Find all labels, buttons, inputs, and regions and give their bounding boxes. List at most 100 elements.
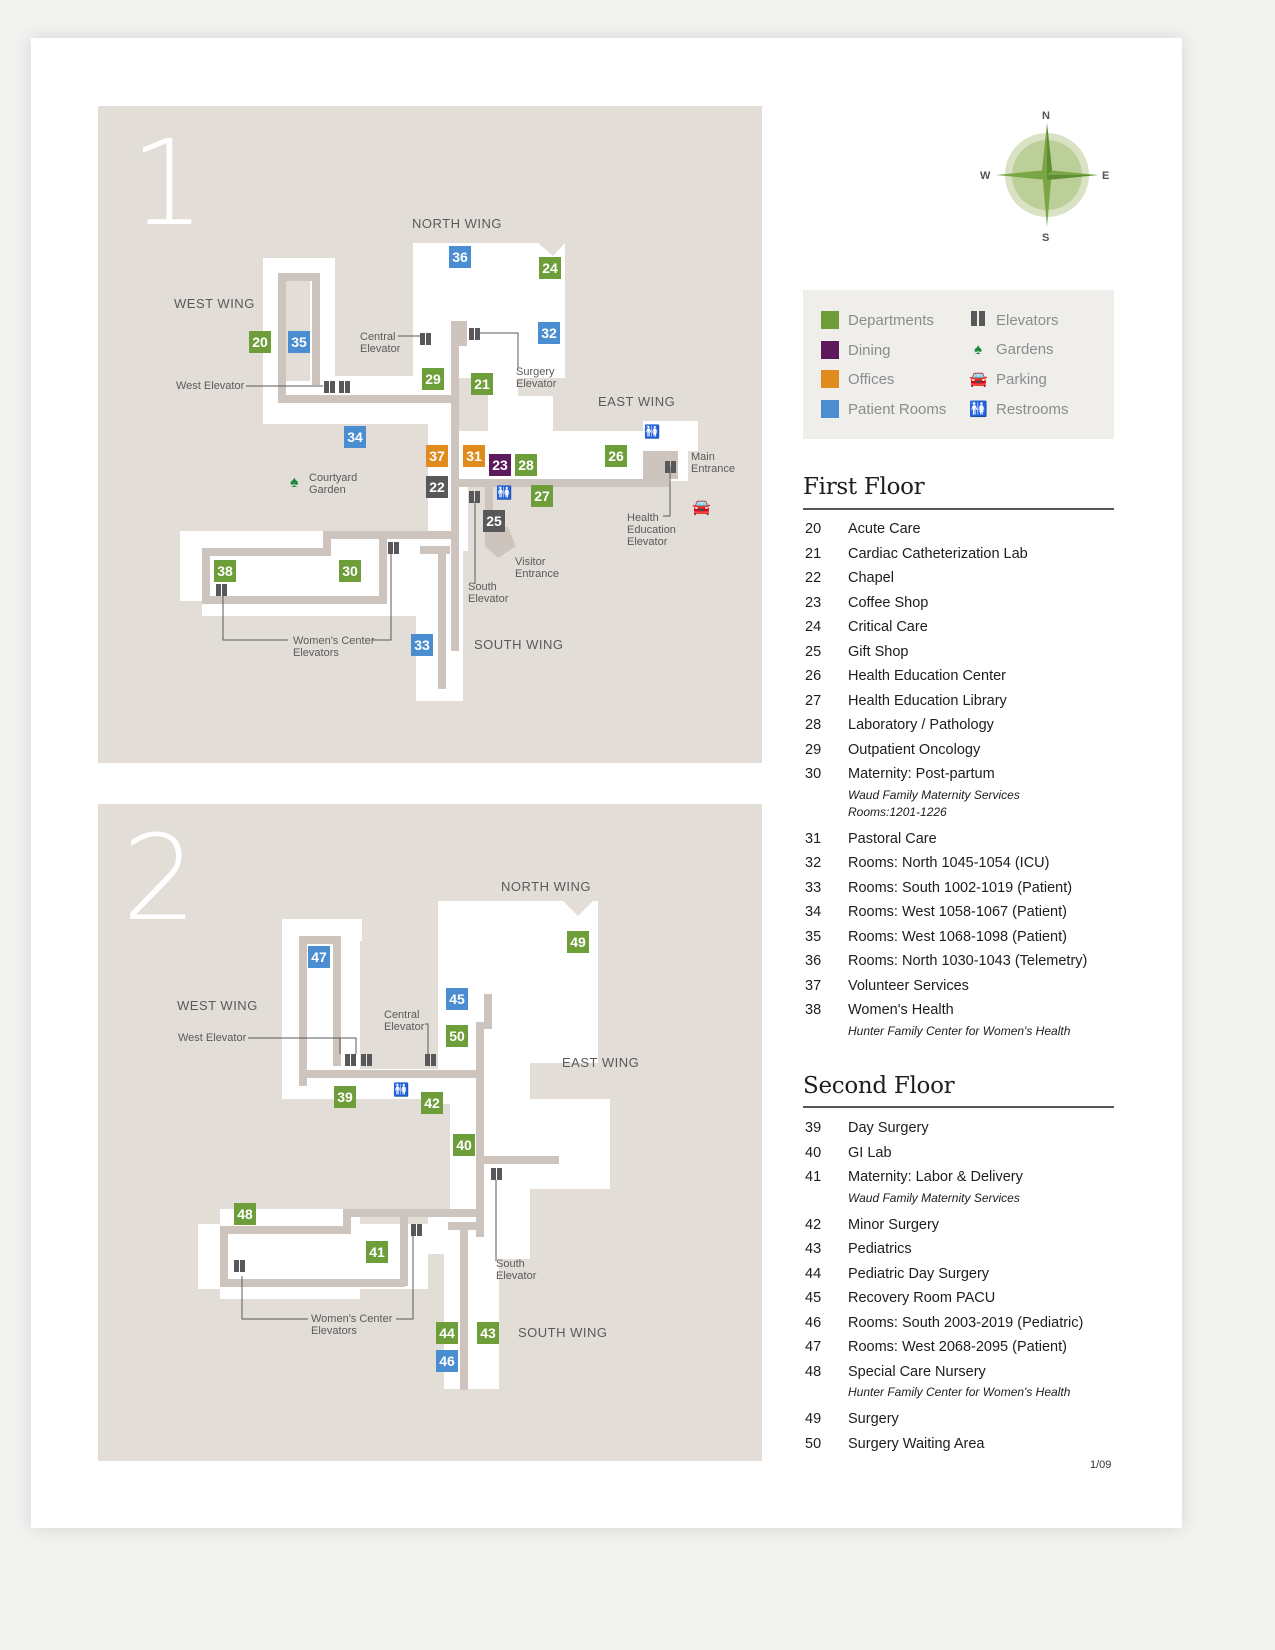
elevator-icon: [339, 381, 350, 393]
elevator-icon: [388, 542, 399, 554]
south-wing-label: SOUTH WING: [518, 1325, 608, 1340]
offices-swatch: [821, 370, 839, 388]
room-badge-26[interactable]: 26: [605, 445, 627, 467]
legend-departments: Departments: [821, 311, 934, 329]
directory-item: 25 Gift Shop: [805, 640, 1125, 665]
floor-2-map: 2: [98, 804, 762, 1461]
departments-swatch: [821, 311, 839, 329]
elevator-icon: [411, 1224, 422, 1236]
room-badge-32[interactable]: 32: [538, 322, 560, 344]
directory-name: Surgery Waiting Area: [848, 1435, 985, 1452]
room-badge-46[interactable]: 46: [436, 1350, 458, 1372]
directory-name: Rooms: West 1068-1098 (Patient): [848, 928, 1067, 945]
elevator-icon: [345, 1054, 356, 1066]
room-badge-47[interactable]: 47: [308, 946, 330, 968]
directory-name: Surgery: [848, 1411, 899, 1427]
directory-name: Gift Shop: [848, 643, 909, 660]
patient-rooms-swatch: [821, 400, 839, 418]
room-badge-24[interactable]: 24: [539, 257, 561, 279]
room-badge-33[interactable]: 33: [411, 634, 433, 656]
directory-number: 35: [805, 928, 822, 945]
directory-subtitle: Hunter Family Center for Women's Health: [848, 1023, 1071, 1038]
legend-gardens: ♠Gardens: [969, 341, 1054, 358]
elevator-icon: [969, 311, 987, 330]
room-badge-38[interactable]: 38: [214, 560, 236, 582]
room-badge-41[interactable]: 41: [366, 1241, 388, 1263]
directory-name: Health Education Library: [848, 692, 1007, 709]
directory-number: 46: [805, 1314, 822, 1331]
compass-s: S: [1042, 232, 1049, 244]
room-badge-36[interactable]: 36: [449, 246, 471, 268]
directory-number: 25: [805, 643, 822, 660]
east-wing-label: EAST WING: [598, 394, 676, 409]
directory-name: Pediatric Day Surgery: [848, 1265, 990, 1282]
room-badge-20[interactable]: 20: [249, 331, 271, 353]
directory-name: Recovery Room PACU: [848, 1290, 996, 1306]
room-badge-28[interactable]: 28: [515, 454, 537, 476]
room-badge-25[interactable]: 25: [483, 510, 505, 532]
main-entrance-label: Main Entrance: [691, 451, 736, 475]
directory-item: 44 Pediatric Day Surgery: [805, 1262, 1125, 1287]
room-badge-44[interactable]: 44: [436, 1322, 458, 1344]
room-badge-29[interactable]: 29: [422, 368, 444, 390]
room-badge-43[interactable]: 43: [477, 1322, 499, 1344]
directory-number: 44: [805, 1265, 822, 1282]
divider: [803, 1106, 1114, 1108]
second-floor-title: Second Floor: [803, 1073, 955, 1099]
room-badge-27[interactable]: 27: [531, 485, 553, 507]
west-wing-label: WEST WING: [174, 296, 255, 311]
directory-number: 30: [805, 766, 822, 782]
room-badge-39[interactable]: 39: [334, 1086, 356, 1108]
room-badge-40[interactable]: 40: [453, 1134, 475, 1156]
directory-number: 45: [805, 1290, 822, 1306]
room-badge-23[interactable]: 23: [489, 454, 511, 476]
room-badge-35[interactable]: 35: [288, 331, 310, 353]
east-wing-label: EAST WING: [562, 1055, 640, 1070]
west-wing-label: WEST WING: [177, 998, 258, 1013]
directory-item: 45 Recovery Room PACU: [805, 1286, 1125, 1311]
room-badge-42[interactable]: 42: [421, 1092, 443, 1114]
room-badge-37[interactable]: 37: [426, 445, 448, 467]
directory-name: Rooms: West 2068-2095 (Patient): [848, 1339, 1067, 1355]
elevator-icon: [361, 1054, 372, 1066]
north-wing-label: NORTH WING: [412, 216, 502, 231]
room-badge-21[interactable]: 21: [471, 373, 493, 395]
elevator-icon: [234, 1260, 245, 1272]
directory-subtitle: Waud Family Maternity Services: [848, 1190, 1020, 1205]
compass-e: E: [1102, 170, 1109, 182]
directory-number: 36: [805, 953, 822, 969]
directory-number: 40: [805, 1144, 822, 1161]
directory-name: Coffee Shop: [848, 594, 929, 611]
compass-rose: N S W E: [980, 110, 1109, 244]
car-icon: 🚘: [969, 371, 988, 388]
room-badge-34[interactable]: 34: [344, 426, 366, 448]
directory-number: 21: [805, 545, 822, 562]
room-badge-49[interactable]: 49: [567, 931, 589, 953]
room-badge-22[interactable]: 22: [426, 476, 448, 498]
directory-number: 34: [805, 904, 822, 920]
directory-name: GI Lab: [848, 1144, 892, 1161]
legend-elevators: Elevators: [969, 311, 1059, 330]
legend-restrooms: 🚻Restrooms: [969, 400, 1069, 419]
directory-name: Special Care Nursery: [848, 1363, 986, 1380]
car-icon: 🚘: [692, 499, 711, 516]
room-badge-30[interactable]: 30: [339, 560, 361, 582]
room-badge-50[interactable]: 50: [446, 1025, 468, 1047]
directory-name: Rooms: South 1002-1019 (Patient): [848, 879, 1073, 896]
room-badge-31[interactable]: 31: [463, 445, 485, 467]
room-badge-45[interactable]: 45: [446, 988, 468, 1010]
leaf-icon: ♠: [974, 341, 982, 358]
room-badge-48[interactable]: 48: [234, 1203, 256, 1225]
